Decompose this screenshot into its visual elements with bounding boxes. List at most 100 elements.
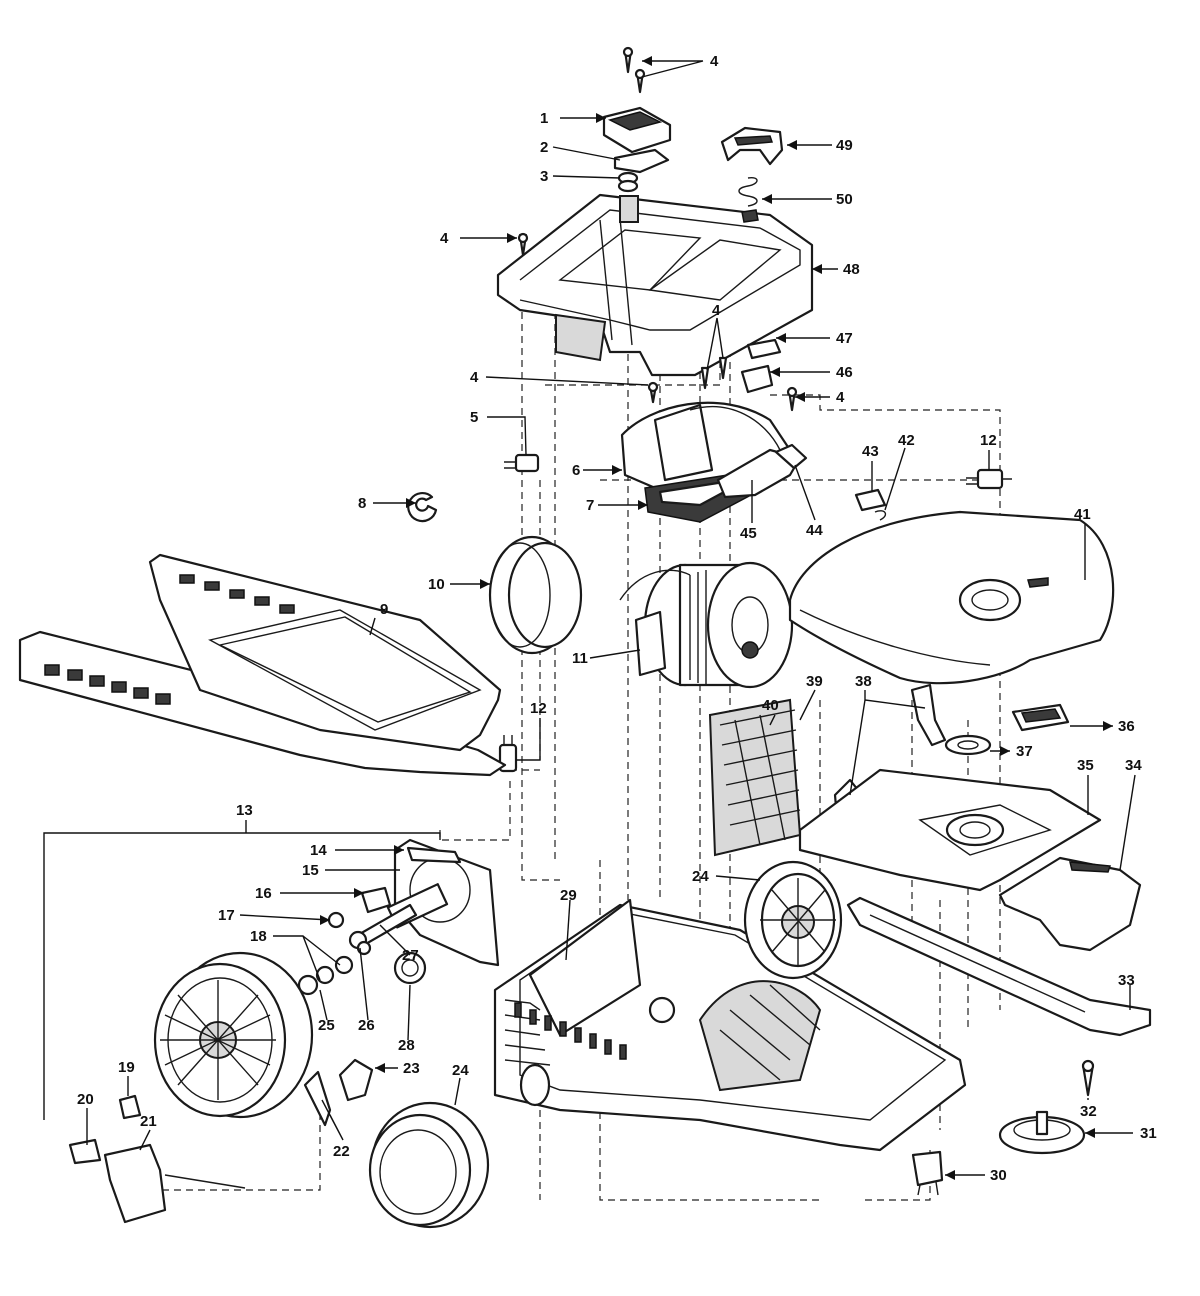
callout-5: 5 bbox=[470, 409, 478, 426]
top-cover-part-48 bbox=[496, 193, 814, 377]
callout-labels: 4 1 2 3 49 50 4 48 4 47 4 46 4 5 12 6 7 … bbox=[77, 53, 1157, 1184]
callout-4: 4 bbox=[710, 53, 719, 70]
callout-33: 33 bbox=[1118, 972, 1135, 989]
drive-assembly-part-13 bbox=[297, 838, 500, 996]
spring-part-50 bbox=[738, 176, 759, 223]
callout-12: 12 bbox=[530, 700, 547, 717]
callout-4: 4 bbox=[836, 389, 845, 406]
button-part-36 bbox=[1011, 703, 1070, 732]
screw-part-32 bbox=[1081, 1059, 1095, 1097]
front-wheel-part-24-left bbox=[368, 1101, 490, 1229]
base-part-29 bbox=[493, 898, 967, 1152]
spring-part-3 bbox=[617, 171, 639, 193]
callout-27: 27 bbox=[402, 947, 419, 964]
callout-39: 39 bbox=[806, 673, 823, 690]
callout-3: 3 bbox=[540, 168, 548, 185]
callout-17: 17 bbox=[218, 907, 235, 924]
clip-ring-part-8 bbox=[407, 492, 438, 523]
callout-15: 15 bbox=[302, 862, 319, 879]
callout-25: 25 bbox=[318, 1017, 335, 1034]
callout-20: 20 bbox=[77, 1091, 94, 1108]
latch-part-2 bbox=[613, 148, 670, 174]
callout-14: 14 bbox=[310, 842, 327, 859]
callout-28: 28 bbox=[398, 1037, 415, 1054]
callout-24: 24 bbox=[452, 1062, 469, 1079]
callout-4: 4 bbox=[470, 369, 479, 386]
rear-wheel-part-24-right bbox=[743, 860, 843, 980]
switch-part-19 bbox=[118, 1094, 142, 1120]
callout-48: 48 bbox=[843, 261, 860, 278]
motor-part-11 bbox=[619, 561, 794, 689]
callout-42: 42 bbox=[898, 432, 915, 449]
bracket-part-20 bbox=[68, 1138, 102, 1165]
callout-45: 45 bbox=[740, 525, 757, 542]
callout-19: 19 bbox=[118, 1059, 135, 1076]
callout-40: 40 bbox=[762, 697, 779, 714]
callout-30: 30 bbox=[990, 1167, 1007, 1184]
callout-46: 46 bbox=[836, 364, 853, 381]
nozzle-part-33 bbox=[846, 896, 1152, 1037]
plug-part-12-top bbox=[966, 468, 1012, 490]
bag-frame-part-34 bbox=[998, 856, 1142, 952]
callout-13: 13 bbox=[236, 802, 253, 819]
callout-47: 47 bbox=[836, 330, 853, 347]
callout-12: 12 bbox=[980, 432, 997, 449]
callout-37: 37 bbox=[1016, 743, 1033, 760]
cord-part-45 bbox=[716, 448, 802, 499]
front-panel-part-9 bbox=[18, 553, 507, 777]
callout-23: 23 bbox=[403, 1060, 420, 1077]
bag-housing-part-35 bbox=[798, 768, 1102, 892]
callout-34: 34 bbox=[1125, 757, 1142, 774]
cap-part-31 bbox=[998, 1110, 1086, 1155]
callout-4: 4 bbox=[440, 230, 449, 247]
callout-9: 9 bbox=[380, 601, 388, 618]
ring-part-10 bbox=[488, 535, 583, 655]
callout-41: 41 bbox=[1074, 506, 1091, 523]
callout-43: 43 bbox=[862, 443, 879, 460]
release-button-part-49 bbox=[720, 126, 784, 166]
callout-36: 36 bbox=[1118, 718, 1135, 735]
vent-slots-icon bbox=[44, 574, 295, 705]
grommet-part-37 bbox=[944, 734, 992, 756]
callout-44: 44 bbox=[806, 522, 823, 539]
callout-38: 38 bbox=[855, 673, 872, 690]
arrowheads bbox=[320, 56, 1113, 1180]
switch-part-30 bbox=[911, 1150, 944, 1196]
handle-cap-part-1 bbox=[602, 106, 672, 154]
switch-housing-part-21 bbox=[103, 1143, 246, 1224]
bracket-part-47 bbox=[746, 338, 782, 360]
callout-16: 16 bbox=[255, 885, 272, 902]
lid-part-41 bbox=[788, 510, 1115, 685]
latch-part-43 bbox=[854, 488, 887, 512]
callout-21: 21 bbox=[140, 1113, 157, 1130]
spring-part-22 bbox=[303, 1070, 332, 1127]
callout-2: 2 bbox=[540, 139, 548, 156]
callout-22: 22 bbox=[333, 1143, 350, 1160]
callout-35: 35 bbox=[1077, 757, 1094, 774]
filter-part-39-40 bbox=[708, 698, 802, 857]
callout-1: 1 bbox=[540, 110, 548, 127]
callout-6: 6 bbox=[572, 462, 580, 479]
callout-29: 29 bbox=[560, 887, 577, 904]
callout-50: 50 bbox=[836, 191, 853, 208]
callout-4: 4 bbox=[712, 302, 721, 319]
callout-32: 32 bbox=[1080, 1103, 1097, 1120]
base-vent-slots-icon bbox=[514, 1002, 627, 1060]
callout-8: 8 bbox=[358, 495, 366, 512]
callout-24: 24 bbox=[692, 868, 709, 885]
lever-part-23 bbox=[338, 1058, 374, 1102]
callout-7: 7 bbox=[586, 497, 594, 514]
clip-part-46 bbox=[740, 364, 774, 394]
connector-part-44 bbox=[774, 443, 808, 470]
callout-18: 18 bbox=[250, 928, 267, 945]
callout-11: 11 bbox=[572, 650, 588, 667]
callout-31: 31 bbox=[1140, 1125, 1157, 1142]
plug-part-5 bbox=[504, 453, 540, 473]
rear-wheel-left bbox=[153, 951, 314, 1119]
callout-49: 49 bbox=[836, 137, 853, 154]
callout-10: 10 bbox=[428, 576, 445, 593]
spring-part-42 bbox=[874, 510, 887, 521]
callout-26: 26 bbox=[358, 1017, 375, 1034]
screws-part-4 bbox=[517, 46, 798, 412]
